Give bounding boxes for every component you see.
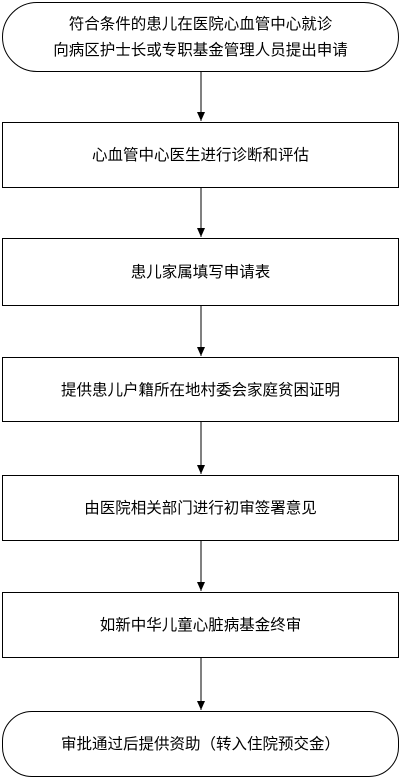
preliminary-review-step: 由医院相关部门进行初审签署意见 — [2, 475, 399, 541]
end-node: 审批通过后提供资助（转入住院预交金） — [2, 711, 399, 777]
preliminary-review-step-text: 由医院相关部门进行初审签署意见 — [84, 499, 317, 517]
poverty-proof-step-text: 提供患儿户籍所在地村委会家庭贫困证明 — [60, 380, 340, 399]
diagnosis-step: 心血管中心医生进行诊断和评估 — [2, 122, 399, 188]
application-form-step-text: 患儿家属填写申请表 — [130, 263, 271, 281]
final-review-step: 如新中华儿童心脏病基金终审 — [2, 592, 399, 658]
start-node-text: 符合条件的患儿在医院心血管中心就诊 向病区护士长或专职基金管理人员提出申请 — [53, 15, 348, 59]
final-review-step-text: 如新中华儿童心脏病基金终审 — [99, 616, 302, 634]
start-node: 符合条件的患儿在医院心血管中心就诊 向病区护士长或专职基金管理人员提出申请 — [2, 2, 399, 72]
application-form-step: 患儿家属填写申请表 — [2, 238, 399, 306]
poverty-proof-step: 提供患儿户籍所在地村委会家庭贫困证明 — [2, 357, 399, 422]
diagnosis-step-text: 心血管中心医生进行诊断和评估 — [91, 146, 309, 164]
end-node-text: 审批通过后提供资助（转入住院预交金） — [60, 735, 340, 753]
